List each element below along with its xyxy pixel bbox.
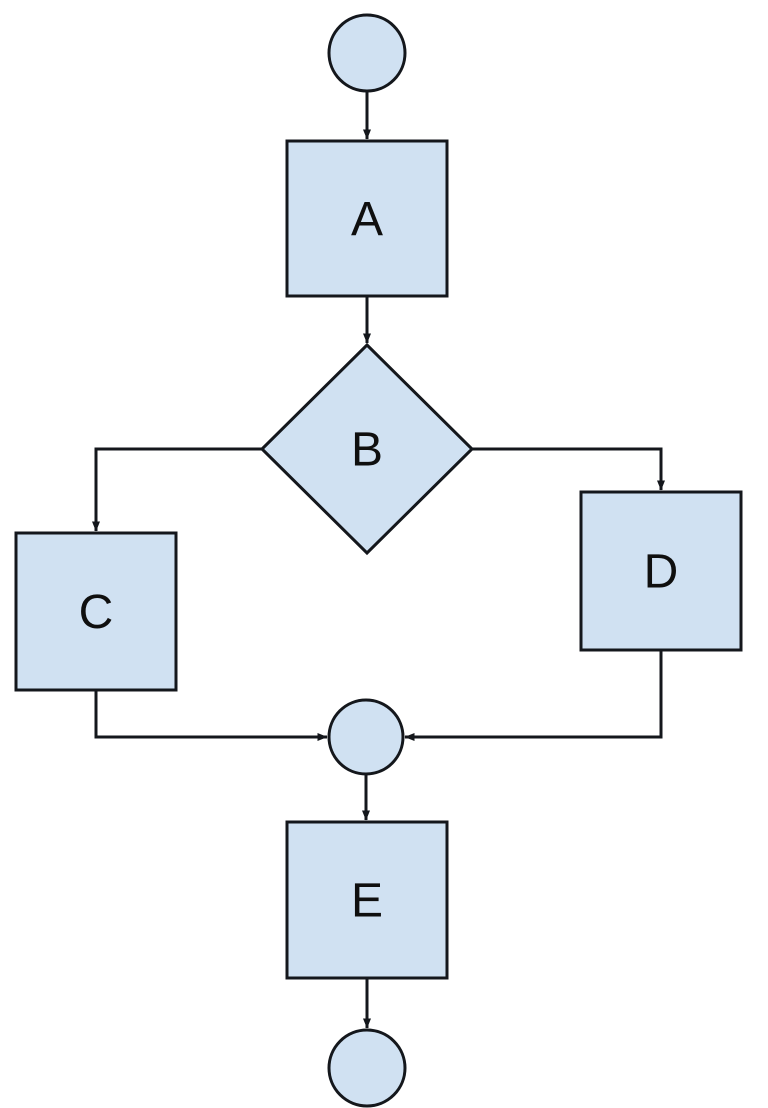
node-start-shape[interactable] xyxy=(327,13,407,93)
node-a-shape[interactable] xyxy=(285,139,449,298)
node-e-shape[interactable] xyxy=(285,820,449,980)
node-merge-shape[interactable] xyxy=(327,698,405,776)
node-b-shape[interactable] xyxy=(259,342,475,556)
node-e-label: E xyxy=(351,875,383,928)
node-d-label: D xyxy=(644,546,679,599)
edge-d-to-merge xyxy=(404,650,663,741)
nodes-layer: A B C D E xyxy=(14,13,743,1108)
node-c-shape[interactable] xyxy=(14,531,178,692)
node-d-shape[interactable] xyxy=(579,490,743,652)
node-end[interactable] xyxy=(327,1028,407,1108)
edges-layer xyxy=(92,91,665,1029)
node-a-label: A xyxy=(351,193,383,246)
node-b-label: B xyxy=(351,424,383,477)
node-end-shape[interactable] xyxy=(327,1028,407,1108)
node-merge[interactable] xyxy=(327,698,405,776)
node-b[interactable]: B xyxy=(259,342,475,556)
node-a[interactable]: A xyxy=(285,139,449,298)
node-d[interactable]: D xyxy=(579,490,743,652)
node-c[interactable]: C xyxy=(14,531,178,692)
edge-b-to-d xyxy=(472,447,665,491)
node-c-label: C xyxy=(79,586,114,639)
node-start[interactable] xyxy=(327,13,407,93)
node-e[interactable]: E xyxy=(285,820,449,980)
edge-c-to-merge xyxy=(94,690,328,741)
edge-b-to-c xyxy=(92,447,262,532)
